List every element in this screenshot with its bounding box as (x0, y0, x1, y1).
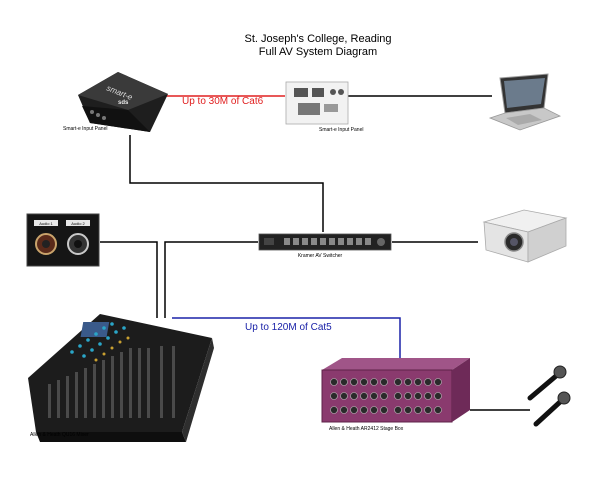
cat6-label: Up to 30M of Cat6 (182, 96, 264, 107)
laptop-icon (488, 73, 562, 131)
mixer-knobs (70, 322, 126, 358)
microphone-1 (527, 365, 567, 401)
projector-icon (482, 209, 568, 263)
mixer-fader-row (48, 346, 175, 418)
panel-switcher-link (129, 135, 324, 232)
switcher-label: Kramer AV Switcher (298, 253, 343, 259)
audio-mixer-link (100, 241, 158, 318)
audio-input-panel: Audio 1 Audio 2 (26, 213, 100, 267)
input-panel-a-label: Smart-e Input Panel (63, 126, 107, 132)
microphone-2 (533, 391, 571, 427)
cat5-label: Up to 120M of Cat5 (245, 322, 332, 333)
switcher-mixer-link (164, 241, 258, 318)
kramer-av-switcher (258, 233, 392, 251)
microphones-icon (527, 365, 571, 427)
sds-logo-text: sds (118, 100, 129, 106)
mixer-label: Allen & Heath QU16 Mixer (30, 432, 89, 438)
input-panel-b-label: Smart-e Input Panel (319, 127, 363, 133)
stage-box-label: Allen & Heath AR2412 Stage Box (329, 426, 404, 432)
diagram-title-line2: Full AV System Diagram (259, 46, 377, 58)
stage-box-xlr-sockets (330, 378, 442, 414)
audio-socket-left-label: Audio 1 (39, 221, 53, 226)
smart-e-input-panel-b (285, 81, 349, 125)
connections (100, 95, 530, 411)
qu16-mixer (28, 314, 214, 442)
smart-e-input-panel-a: smart-e sds (78, 72, 168, 132)
audio-socket-right-label: Audio 2 (71, 221, 85, 226)
ar2412-stage-box (321, 358, 470, 423)
cat5-link (172, 317, 401, 358)
diagram-title-line1: St. Joseph's College, Reading (244, 33, 391, 45)
